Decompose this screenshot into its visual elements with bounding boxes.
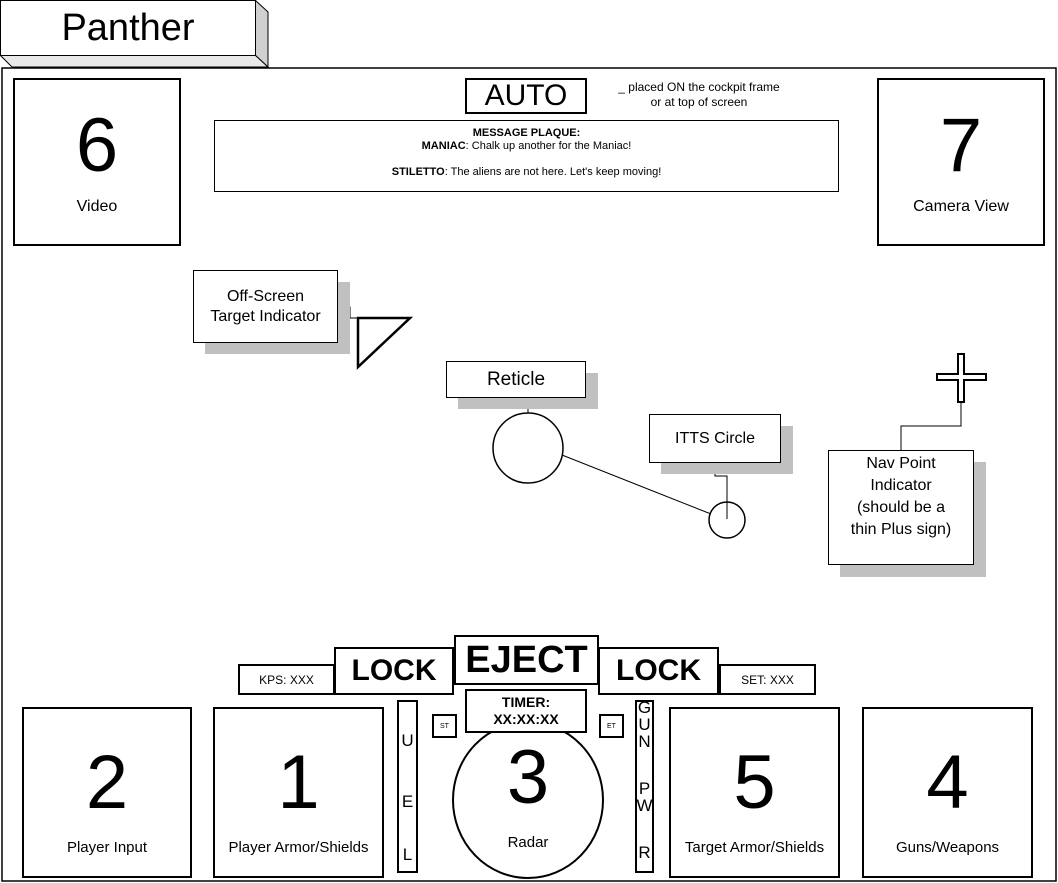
kps-text: KPS: XXX (259, 672, 314, 687)
callout-text: Off-Screen (226, 287, 305, 305)
gun-power-gauge: G U N P W R (635, 700, 654, 873)
title-tab-bottom (0, 54, 270, 68)
title-tab: Panther (0, 0, 256, 56)
auto-note: _ placed ON the cockpit frame or at top … (606, 80, 792, 110)
eject-button[interactable]: EJECT (454, 635, 599, 685)
panel-weapons[interactable]: 4 Guns/Weapons (862, 707, 1033, 878)
set-readout: SET: XXX (719, 664, 816, 695)
message-text: : Chalk up another for the Maniac! (465, 140, 632, 152)
message-speaker: STILETTO (391, 166, 445, 178)
app-title: Panther (61, 6, 195, 49)
panel-label: Camera View (913, 198, 1009, 215)
callout-nav-point: Nav Point Indicator (should be a thin Pl… (828, 450, 974, 565)
cockpit-frame (1, 67, 1057, 882)
reticle-itts-line (561, 454, 712, 515)
panel-label: Radar (507, 834, 549, 851)
lock-text: LOCK (616, 654, 701, 687)
callout-text: Nav Point (866, 455, 936, 472)
panel-number: 7 (939, 103, 983, 188)
callout-text: thin Plus sign) (850, 521, 952, 538)
offscreen-triangle-icon (356, 316, 414, 370)
callout-text: ITTS Circle (675, 429, 755, 447)
panel-label: Player Armor/Shields (228, 839, 369, 856)
panel-label: Player Input (66, 839, 148, 856)
callout-text: Target Indicator (210, 307, 321, 325)
panel-number: 1 (277, 740, 320, 825)
panel-player-input[interactable]: 2 Player Input (22, 707, 192, 878)
gauge-letter: E (401, 792, 414, 811)
panel-radar[interactable]: 3 Radar (453, 735, 603, 852)
callout-reticle: Reticle (446, 361, 586, 398)
timer-label: TIMER: (501, 694, 551, 710)
callout-offscreen-indicator: Off-Screen Target Indicator (193, 270, 338, 343)
message-text: : The aliens are not here. Let's keep mo… (444, 166, 662, 178)
et-button[interactable]: ET (599, 714, 624, 738)
callout-text: Reticle (486, 368, 546, 390)
panel-number: 2 (85, 740, 129, 825)
eject-text: EJECT (465, 638, 588, 681)
et-text: ET (607, 722, 616, 730)
panel-number: 6 (75, 103, 119, 188)
gauge-letter: N (638, 732, 651, 751)
lock-left-indicator: LOCK (334, 647, 454, 695)
gauge-letter: U (638, 715, 651, 734)
message-line: MANIAC: Chalk up another for the Maniac! (422, 140, 632, 153)
kps-readout: KPS: XXX (238, 664, 335, 695)
nav-connector (900, 402, 962, 450)
lock-text: LOCK (351, 654, 437, 687)
timer-value: XX:XX:XX (493, 711, 559, 727)
callout-text: (should be a (856, 499, 946, 516)
gauge-letter: G (637, 700, 652, 717)
gauge-letter: W (636, 796, 653, 815)
panel-camera-view[interactable]: 7 Camera View (877, 78, 1045, 246)
panel-label: Target Armor/Shields (684, 839, 825, 856)
st-text: ST (440, 722, 449, 730)
fuel-gauge: U E L (397, 700, 418, 873)
callout-text: Indicator (870, 477, 932, 494)
message-speaker: MANIAC (421, 140, 466, 152)
gauge-letter: U (401, 731, 414, 750)
callout-itts: ITTS Circle (649, 414, 781, 463)
set-text: SET: XXX (741, 672, 794, 687)
panel-video[interactable]: 6 Video (13, 78, 181, 246)
st-button[interactable]: ST (432, 714, 457, 738)
auto-note-line: or at top of screen (650, 95, 748, 109)
itts-circle-icon (708, 501, 746, 539)
panel-number: 3 (506, 735, 550, 820)
gauge-letter: L (402, 845, 413, 864)
panel-number: 5 (733, 740, 776, 825)
panel-label: Video (76, 198, 118, 215)
auto-label: AUTO (484, 79, 568, 112)
panel-target-armor[interactable]: 5 Target Armor/Shields (669, 707, 840, 878)
message-plaque: MESSAGE PLAQUE: MANIAC: Chalk up another… (214, 120, 839, 192)
plaque-heading: MESSAGE PLAQUE: (472, 127, 581, 139)
gauge-letter: R (638, 843, 651, 862)
nav-plus-icon (936, 353, 987, 403)
panel-number: 4 (926, 740, 969, 825)
auto-note-line: _ placed ON the cockpit frame (618, 80, 780, 94)
lock-right-indicator: LOCK (598, 647, 719, 695)
auto-indicator: AUTO (465, 78, 587, 114)
gauge-letter: P (638, 779, 651, 798)
reticle-circle-icon (492, 412, 564, 484)
panel-label: Guns/Weapons (895, 839, 1000, 856)
message-line: STILETTO: The aliens are not here. Let's… (392, 166, 662, 179)
panel-player-armor[interactable]: 1 Player Armor/Shields (213, 707, 384, 878)
timer-display: TIMER: XX:XX:XX (465, 689, 587, 733)
